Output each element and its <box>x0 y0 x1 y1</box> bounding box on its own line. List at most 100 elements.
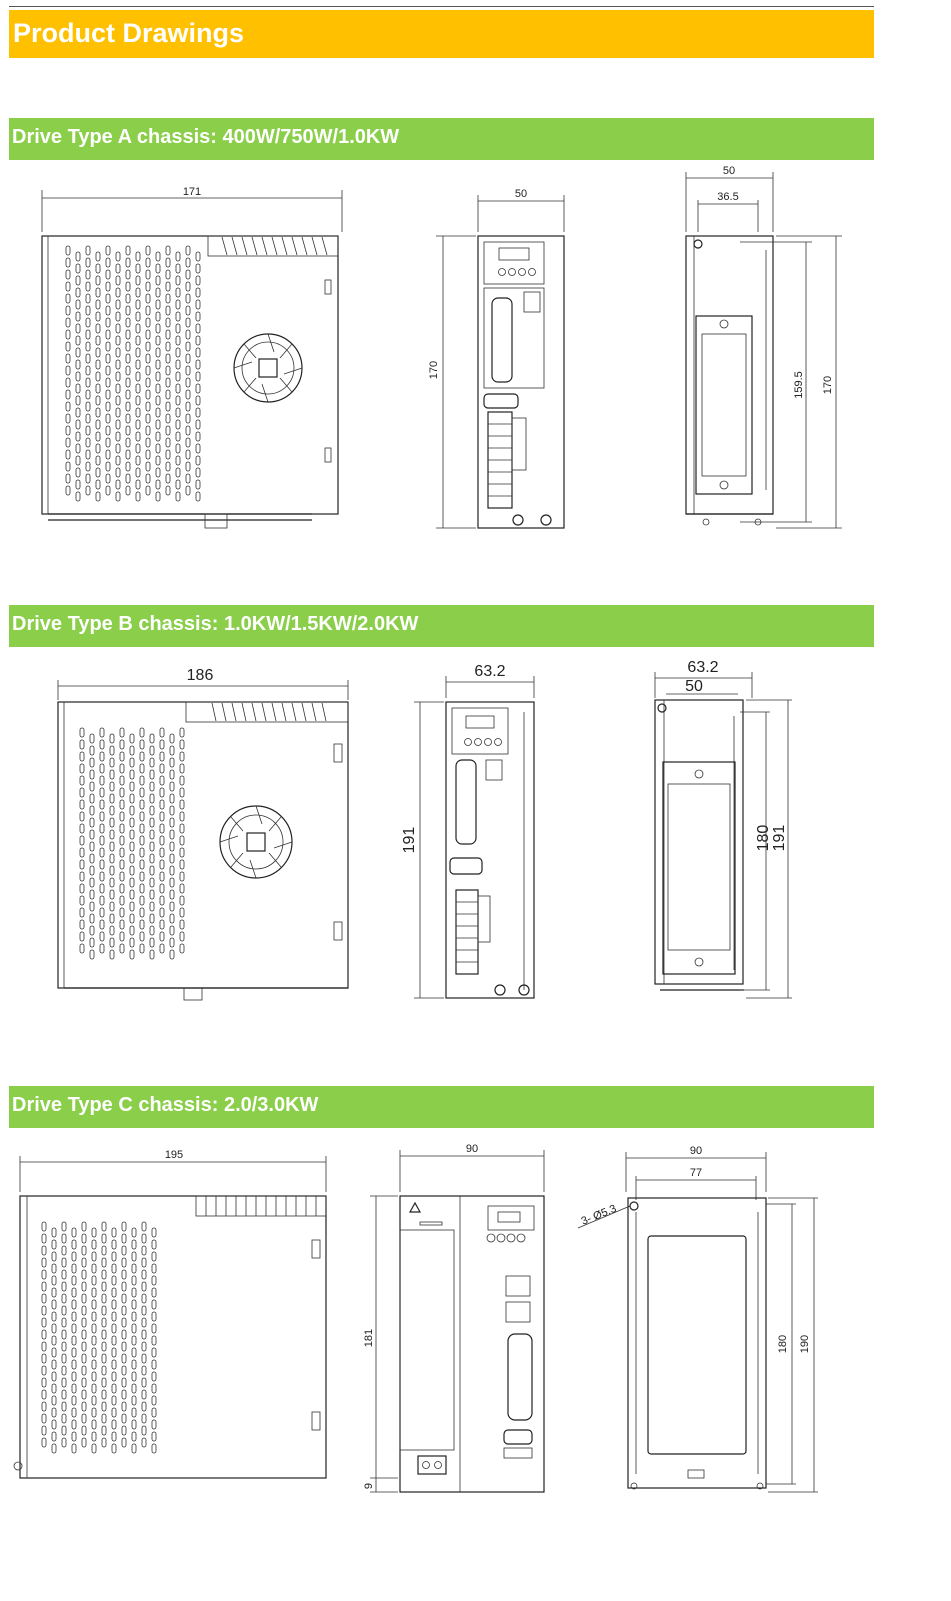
vent-slot <box>89 769 95 780</box>
vent-slot <box>101 1437 107 1448</box>
vent-slot <box>129 901 135 912</box>
vent-slot <box>81 1305 87 1316</box>
vent-slot <box>151 1287 157 1298</box>
vent-slot <box>75 371 81 382</box>
vent-slot <box>125 317 131 328</box>
vent-slot <box>121 1437 127 1448</box>
type-a-back-view: 50 36.5 159.5 170 <box>685 165 842 529</box>
vent-slot <box>75 407 81 418</box>
vent-slot <box>195 323 201 334</box>
vent-slot <box>145 245 151 256</box>
vent-slot <box>109 853 115 864</box>
vent-slot <box>139 751 145 762</box>
vent-slot <box>165 305 171 316</box>
vent-slot <box>159 727 165 738</box>
vent-slot <box>71 1299 77 1310</box>
vent-slot <box>41 1269 47 1280</box>
vent-slot <box>99 787 105 798</box>
vent-slot <box>149 901 155 912</box>
vent-slot <box>131 1311 137 1322</box>
type-a-side-view: 171 <box>41 186 343 529</box>
vent-slot <box>115 275 121 286</box>
vent-slot <box>71 1251 77 1262</box>
vent-slot <box>61 1389 67 1400</box>
vent-slot <box>179 799 185 810</box>
vent-slot <box>65 341 71 352</box>
vent-slot <box>119 847 125 858</box>
vent-slot <box>51 1335 57 1346</box>
vent-slot <box>169 793 175 804</box>
vent-slot <box>65 449 71 460</box>
vent-slot <box>99 859 105 870</box>
vent-slot <box>129 805 135 816</box>
vent-slot <box>179 919 185 930</box>
vent-slot <box>159 799 165 810</box>
vent-slot <box>85 437 91 448</box>
vent-slot <box>141 1233 147 1244</box>
vent-slot <box>61 1365 67 1376</box>
vent-slot <box>175 455 181 466</box>
vent-slot <box>141 1353 147 1364</box>
vent-slot <box>125 341 131 352</box>
vent-slot <box>109 793 115 804</box>
vent-slot <box>175 275 181 286</box>
vent-slot <box>155 347 161 358</box>
vent-slot <box>91 1299 97 1310</box>
vent-slot <box>79 811 85 822</box>
vent-slot <box>159 919 165 930</box>
vent-slot <box>115 251 121 262</box>
vent-slot <box>165 437 171 448</box>
vent-slot <box>195 383 201 394</box>
vent-slot <box>71 1431 77 1442</box>
vent-slot <box>121 1245 127 1256</box>
vent-slot <box>125 473 131 484</box>
vent-slot <box>141 1257 147 1268</box>
vent-slot <box>121 1281 127 1292</box>
vent-slot <box>165 365 171 376</box>
vent-slot <box>101 1257 107 1268</box>
vent-slot <box>51 1359 57 1370</box>
vent-slot <box>135 371 141 382</box>
vent-slot <box>155 383 161 394</box>
vent-slot <box>129 853 135 864</box>
vent-slot <box>81 1401 87 1412</box>
vent-slot <box>135 311 141 322</box>
vent-slot <box>111 1275 117 1286</box>
vent-slot <box>85 425 91 436</box>
vent-slot <box>121 1365 127 1376</box>
vent-slot <box>129 817 135 828</box>
vent-slot <box>91 1275 97 1286</box>
type-c-back-width-label: 90 <box>690 1145 702 1157</box>
vent-slot <box>185 269 191 280</box>
vent-slot <box>61 1317 67 1328</box>
vent-slot <box>135 455 141 466</box>
vent-slot <box>135 491 141 502</box>
vent-slot <box>75 275 81 286</box>
vent-slot <box>125 425 131 436</box>
vent-slot <box>115 323 121 334</box>
vent-slot <box>51 1419 57 1430</box>
vent-slot <box>165 329 171 340</box>
vent-slot <box>79 943 85 954</box>
vent-slot <box>155 491 161 502</box>
vent-slot <box>145 449 151 460</box>
vent-slot <box>169 829 175 840</box>
vent-slot <box>89 817 95 828</box>
vent-slot <box>145 425 151 436</box>
vent-slot <box>155 455 161 466</box>
vent-slot <box>81 1281 87 1292</box>
vent-slot <box>85 245 91 256</box>
vent-slot <box>179 859 185 870</box>
vent-slot <box>89 877 95 888</box>
vent-slot <box>75 299 81 310</box>
vent-slot <box>155 431 161 442</box>
vent-slot <box>131 1371 137 1382</box>
vent-slot <box>125 365 131 376</box>
vent-slot <box>159 823 165 834</box>
vent-slot <box>101 1305 107 1316</box>
vent-slot <box>135 263 141 274</box>
vent-slot <box>99 727 105 738</box>
vent-slot <box>145 461 151 472</box>
vent-slot <box>141 1269 147 1280</box>
vent-slot <box>65 425 71 436</box>
